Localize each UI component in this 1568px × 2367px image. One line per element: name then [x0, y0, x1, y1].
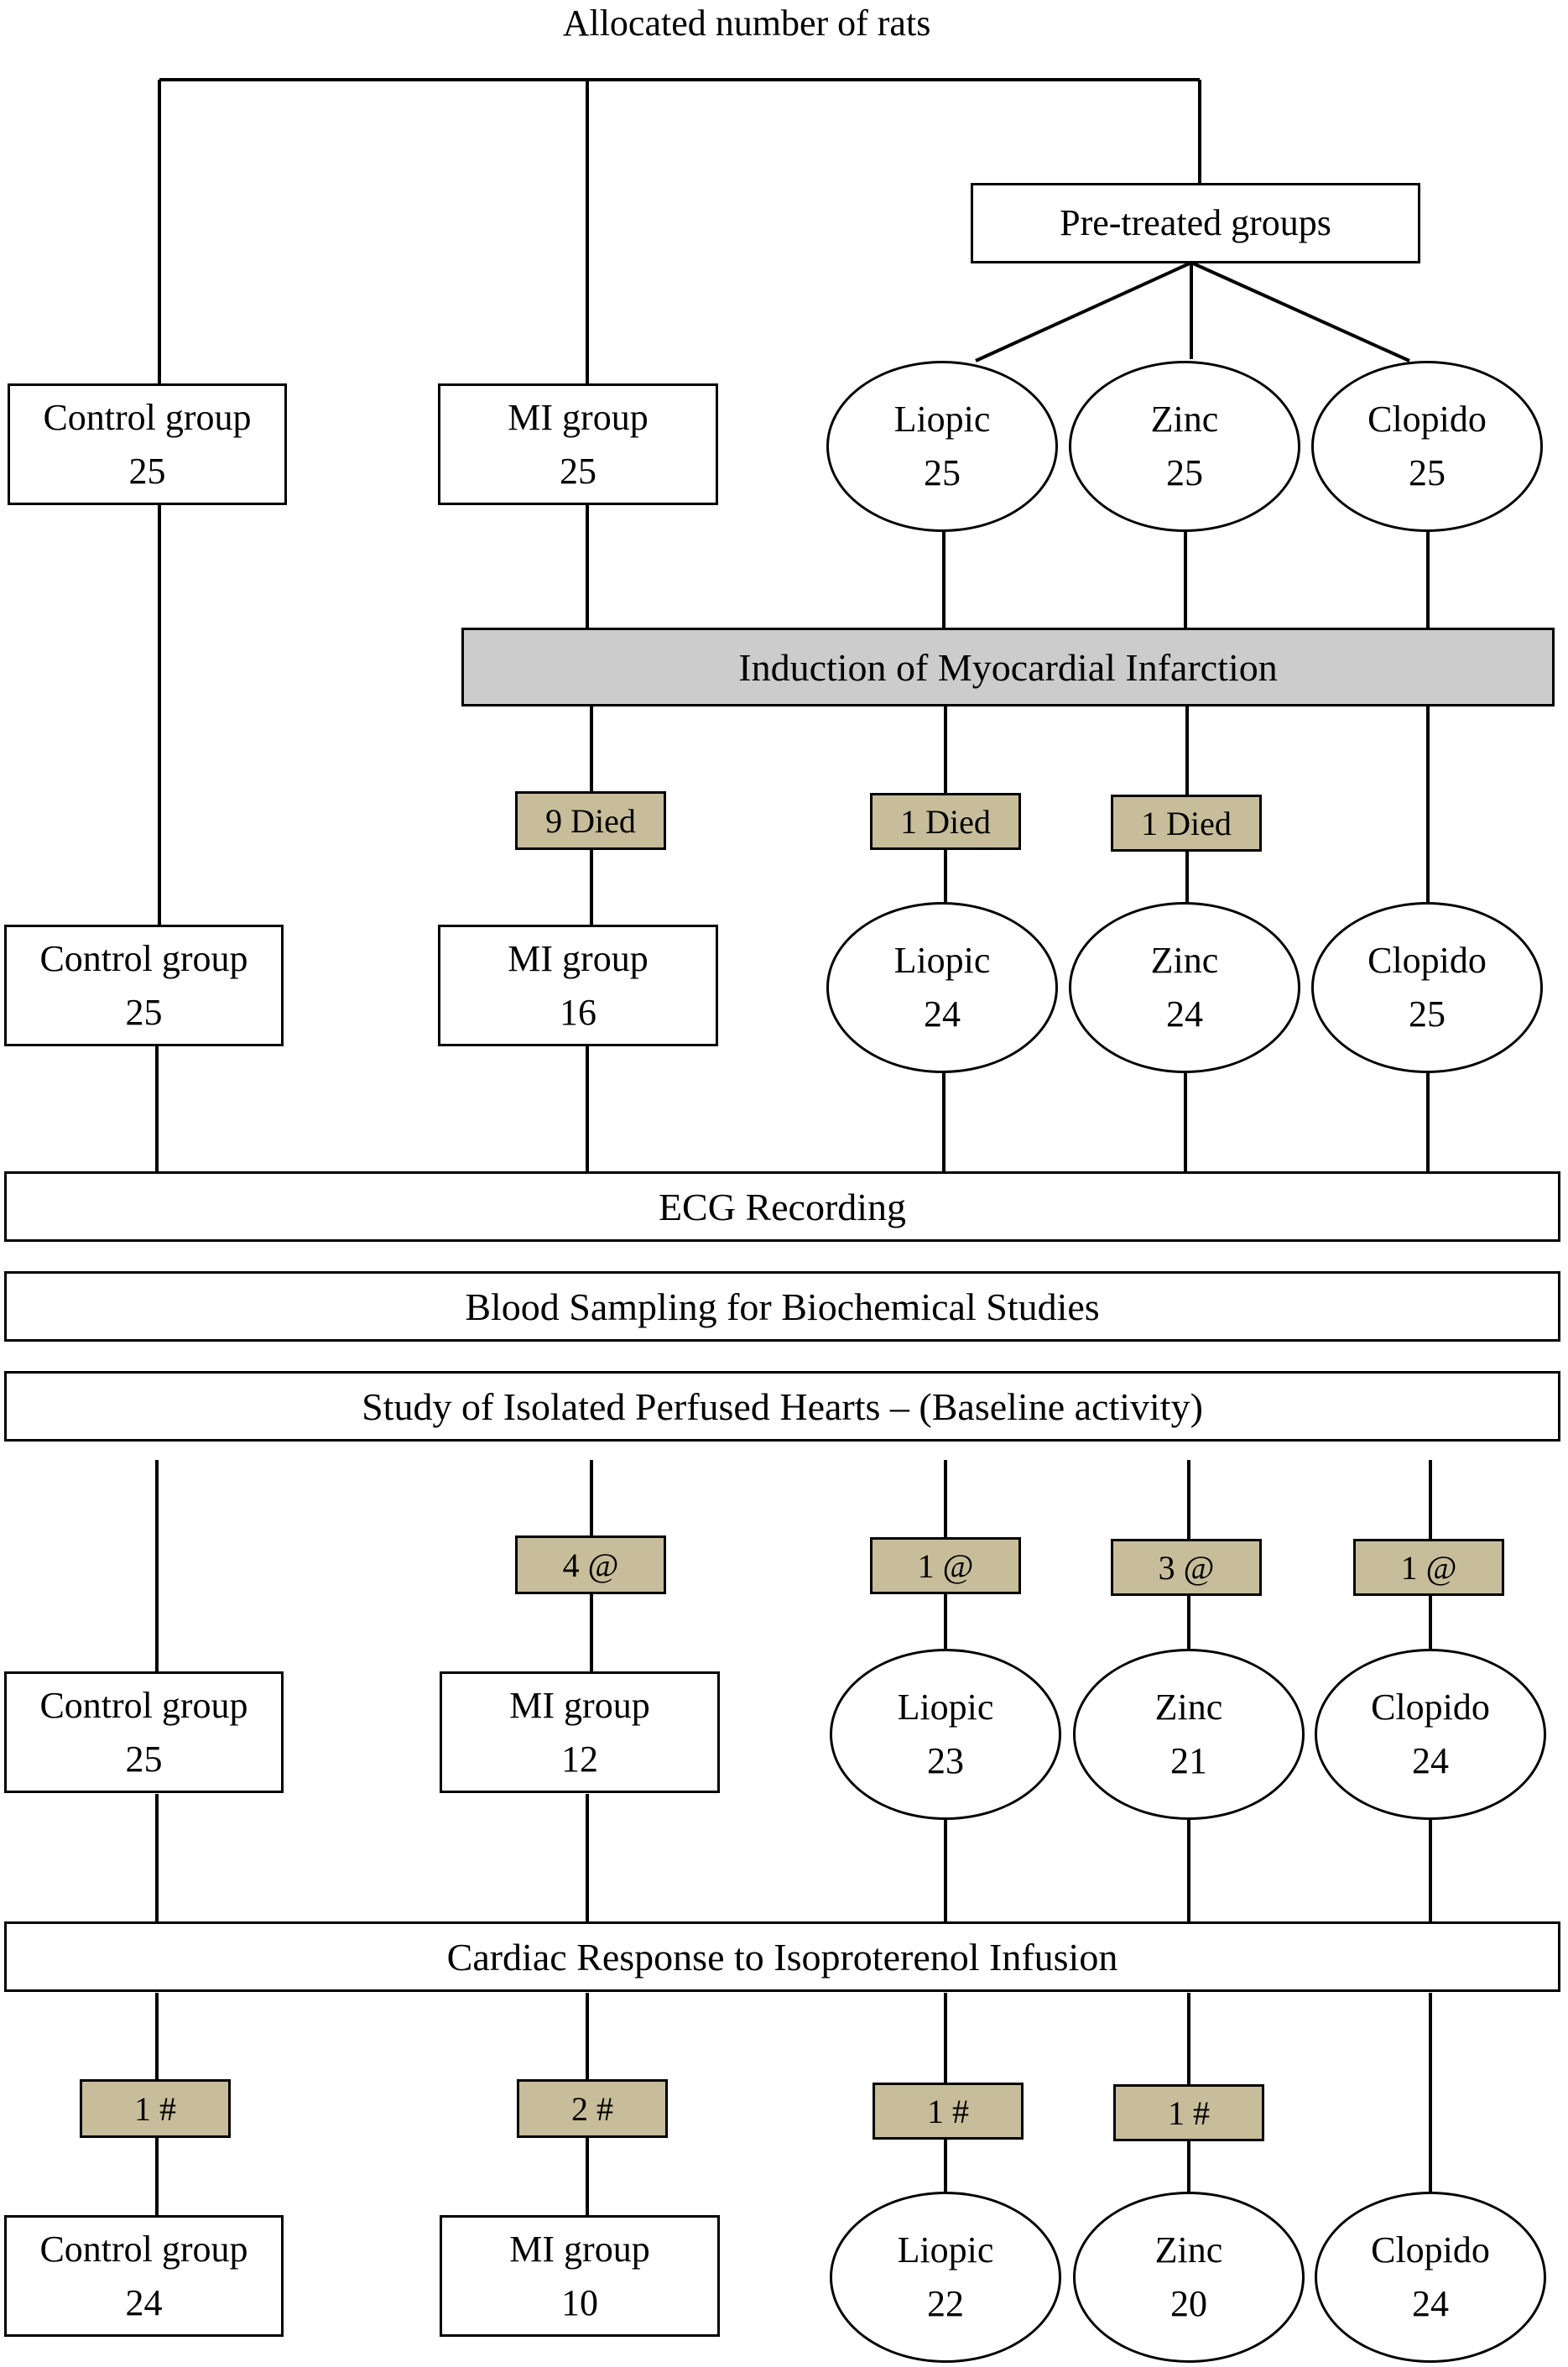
clopido-group-row1: Clopido 25: [1311, 361, 1543, 532]
group-label: MI group: [509, 2228, 650, 2270]
group-count: 24: [924, 993, 961, 1035]
group-label: Control group: [39, 1684, 248, 1726]
group-count: 25: [924, 452, 961, 493]
zinc-at-tag: 3 @: [1111, 1539, 1262, 1596]
group-label: Liopic: [893, 940, 991, 981]
group-label: Control group: [39, 937, 248, 979]
mi-group-row4: MI group 10: [440, 2215, 720, 2337]
group-count: 20: [1170, 2283, 1207, 2324]
group-label: Clopido: [1367, 940, 1487, 981]
mi-hash-label: 2 #: [571, 2089, 613, 2128]
liopic-group-row4: Liopic 22: [830, 2192, 1061, 2363]
group-count: 24: [1412, 2283, 1449, 2324]
group-label: MI group: [508, 937, 649, 979]
group-label: Liopic: [893, 399, 991, 440]
group-label: Liopic: [897, 2229, 994, 2271]
clopido-at-tag: 1 @: [1353, 1539, 1504, 1596]
isolated-label: Study of Isolated Perfused Hearts – (Bas…: [362, 1384, 1203, 1428]
control-group-row2: Control group 25: [4, 925, 284, 1046]
control-group-row4: Control group 24: [4, 2215, 284, 2337]
induction-of-mi-bar: Induction of Myocardial Infarction: [461, 628, 1555, 706]
clopido-group-row2: Clopido 25: [1311, 902, 1543, 1073]
liopic-died-tag: 1 Died: [870, 793, 1021, 850]
clopido-at-label: 1 @: [1400, 1548, 1457, 1587]
diagram-title: Allocated number of rats: [562, 3, 931, 44]
group-label: Clopido: [1371, 2229, 1490, 2271]
group-label: Clopido: [1371, 1687, 1490, 1728]
liopic-group-row2: Liopic 24: [826, 902, 1058, 1073]
group-count: 12: [561, 1738, 598, 1780]
liopic-group-row1: Liopic 25: [826, 361, 1058, 532]
group-count: 24: [125, 2281, 163, 2323]
liopic-at-label: 1 @: [917, 1546, 974, 1585]
liopic-at-tag: 1 @: [870, 1537, 1021, 1594]
group-count: 21: [1170, 1740, 1207, 1781]
clopido-group-row3: Clopido 24: [1315, 1649, 1546, 1820]
mi-group-row3: MI group 12: [440, 1671, 720, 1793]
group-count: 24: [1412, 1740, 1449, 1781]
group-label: Zinc: [1150, 940, 1219, 981]
control-hash-tag: 1 #: [80, 2079, 231, 2138]
zinc-died-label: 1 Died: [1141, 804, 1232, 842]
group-count: 25: [1409, 452, 1446, 493]
group-label: Control group: [43, 396, 252, 438]
zinc-hash-tag: 1 #: [1113, 2084, 1264, 2141]
zinc-hash-label: 1 #: [1168, 2093, 1210, 2132]
isolated-hearts-bar: Study of Isolated Perfused Hearts – (Bas…: [4, 1371, 1560, 1442]
ecg-label: ECG Recording: [658, 1185, 907, 1228]
group-count: 16: [560, 991, 596, 1033]
zinc-group-row3: Zinc 21: [1073, 1649, 1305, 1820]
isoproterenol-bar: Cardiac Response to Isoproterenol Infusi…: [4, 1921, 1560, 1992]
mi-hash-tag: 2 #: [517, 2079, 668, 2138]
group-count: 25: [128, 450, 166, 492]
zinc-group-row2: Zinc 24: [1069, 902, 1300, 1073]
mi-group-row2: MI group 16: [438, 925, 718, 1046]
liopic-hash-label: 1 #: [927, 2092, 969, 2130]
group-count: 23: [927, 1740, 964, 1781]
group-label: Liopic: [897, 1687, 994, 1728]
zinc-died-tag: 1 Died: [1111, 795, 1262, 852]
mi-died-label: 9 Died: [545, 801, 636, 840]
group-count: 25: [1166, 452, 1203, 493]
pretreated-groups-box: Pre-treated groups: [971, 183, 1420, 263]
group-label: Control group: [39, 2228, 248, 2270]
control-group-row1: Control group 25: [8, 383, 287, 505]
group-count: 25: [560, 450, 596, 492]
mi-group-row1: MI group 25: [438, 383, 718, 505]
control-hash-label: 1 #: [134, 2089, 176, 2128]
zinc-group-row4: Zinc 20: [1073, 2192, 1305, 2363]
liopic-hash-tag: 1 #: [873, 2083, 1024, 2140]
group-count: 24: [1166, 993, 1203, 1035]
liopic-group-row3: Liopic 23: [830, 1649, 1061, 1820]
blood-sampling-bar: Blood Sampling for Biochemical Studies: [4, 1271, 1560, 1342]
group-count: 22: [927, 2283, 964, 2324]
liopic-died-label: 1 Died: [900, 802, 991, 841]
ecg-recording-bar: ECG Recording: [4, 1171, 1560, 1242]
mi-at-tag: 4 @: [515, 1535, 666, 1594]
group-label: MI group: [509, 1684, 650, 1726]
blood-label: Blood Sampling for Biochemical Studies: [465, 1285, 1100, 1328]
induction-label: Induction of Myocardial Infarction: [738, 645, 1278, 689]
zinc-at-label: 3 @: [1158, 1548, 1215, 1587]
mi-at-label: 4 @: [562, 1546, 619, 1584]
group-count: 25: [125, 1738, 163, 1780]
group-label: Zinc: [1154, 2229, 1223, 2271]
group-label: MI group: [508, 396, 649, 438]
mi-died-tag: 9 Died: [515, 791, 666, 850]
pretreated-groups-label: Pre-treated groups: [1060, 202, 1331, 243]
group-count: 25: [125, 991, 163, 1033]
clopido-group-row4: Clopido 24: [1315, 2192, 1546, 2363]
group-label: Zinc: [1150, 399, 1219, 440]
zinc-group-row1: Zinc 25: [1069, 361, 1300, 532]
isoproterenol-label: Cardiac Response to Isoproterenol Infusi…: [446, 1935, 1118, 1979]
group-count: 25: [1409, 993, 1446, 1035]
group-label: Clopido: [1367, 399, 1487, 440]
group-label: Zinc: [1154, 1687, 1223, 1728]
group-count: 10: [561, 2281, 598, 2323]
control-group-row3: Control group 25: [4, 1671, 284, 1793]
